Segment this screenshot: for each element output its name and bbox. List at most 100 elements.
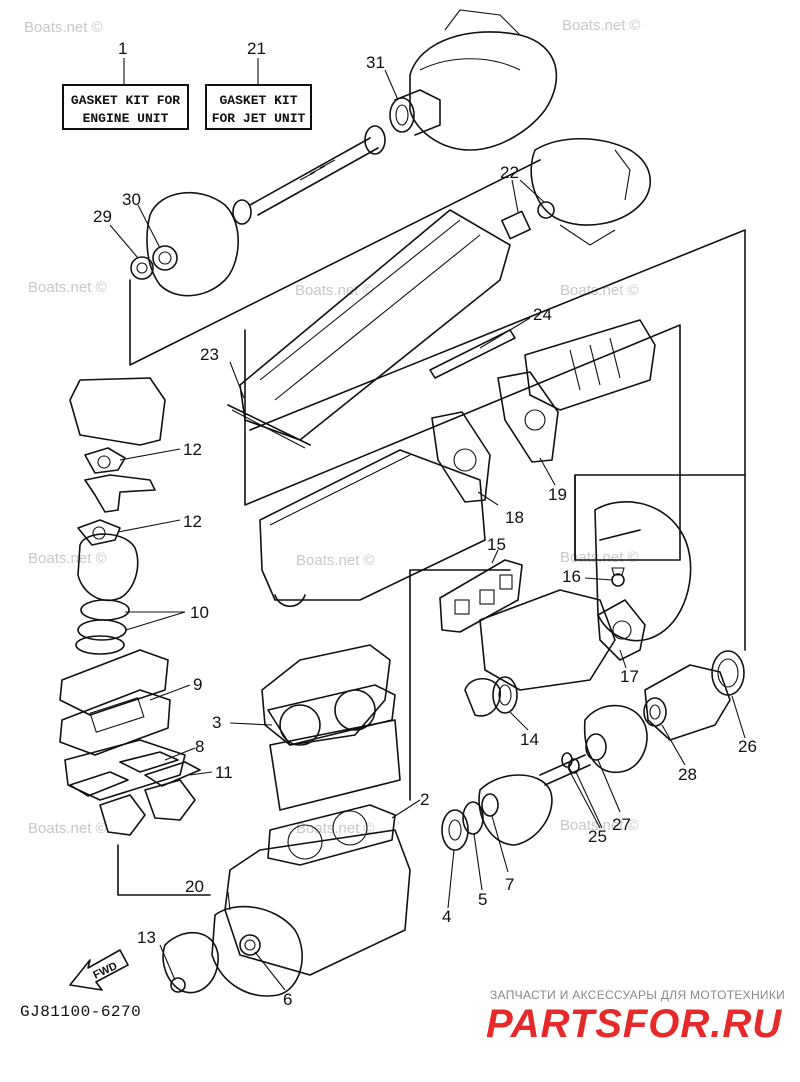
seal-31 [389, 89, 441, 136]
callout-24: 24 [533, 305, 552, 324]
engine-gasket-kit-box: GASKET KIT FOR ENGINE UNIT [62, 84, 189, 130]
reed-valves [64, 739, 186, 801]
pulley-4 [441, 809, 469, 851]
carburetor-plate [59, 649, 169, 716]
reed-blocks [99, 779, 196, 836]
callout-1: 1 [118, 39, 127, 58]
intake-box [227, 209, 511, 449]
fwd-arrow-icon: FWD [69, 949, 129, 991]
washer-16 [611, 567, 625, 587]
watermarks: Boats.net © Boats.net © Boats.net © Boat… [24, 17, 641, 837]
callout-3: 3 [212, 713, 221, 732]
callout-23: 23 [200, 345, 219, 364]
watermark: Boats.net © [560, 282, 639, 299]
crankshaft [524, 319, 656, 411]
gasket-12-top [84, 447, 126, 474]
callout-17: 17 [620, 667, 639, 686]
callout-5: 5 [478, 890, 487, 909]
seal-28 [643, 697, 667, 727]
gasket-14 [464, 676, 518, 717]
callout-7: 7 [505, 875, 514, 894]
callout-8: 8 [195, 737, 204, 756]
group-frames [117, 159, 746, 896]
callout-2: 2 [420, 790, 429, 809]
o-rings-25 [561, 752, 580, 774]
crankcase-upper [259, 449, 486, 608]
pump-housing [583, 704, 648, 774]
engine-kit-line2: ENGINE UNIT [82, 111, 169, 126]
callout-11: 11 [215, 763, 233, 782]
callout-12-lower: 12 [183, 512, 202, 531]
callout-16: 16 [562, 567, 581, 586]
exhaust-chamber [594, 501, 692, 642]
gasket-9 [59, 689, 171, 756]
gasket-12-lower [77, 519, 121, 546]
jet-pump-housing [409, 9, 652, 246]
callout-19: 19 [548, 485, 567, 504]
callout-9: 9 [193, 675, 202, 694]
callout-4: 4 [442, 907, 451, 926]
watermark: Boats.net © [296, 552, 375, 569]
callout-10: 10 [190, 603, 209, 622]
watermark: Boats.net © [28, 279, 107, 296]
jet-kit-line2: FOR JET UNIT [211, 111, 306, 126]
callout-15: 15 [487, 535, 506, 554]
callout-14: 14 [520, 730, 539, 749]
watermark: Boats.net © [28, 550, 107, 567]
bearing-22 [501, 201, 555, 240]
diagram-code: GJ81100-6270 [20, 1003, 142, 1021]
leader-lines [109, 58, 746, 991]
callout-12-top: 12 [183, 440, 202, 459]
partsfor-logo: PARTSFOR.RU [486, 1002, 783, 1046]
callout-6: 6 [283, 990, 292, 1009]
thermostat-housing [77, 533, 139, 601]
callout-21: 21 [247, 39, 266, 58]
exhaust-manifold [479, 589, 616, 691]
callout-25: 25 [588, 827, 607, 846]
watermark: Boats.net © [562, 17, 641, 34]
callout-28: 28 [678, 765, 697, 784]
magneto-cover [211, 905, 303, 997]
crankcase-lower [224, 829, 411, 976]
flywheel [162, 931, 219, 994]
callout-22: 22 [500, 163, 519, 182]
gasket-10 [75, 599, 130, 655]
watermark: Boats.net © [296, 820, 375, 837]
gasket-2 [267, 804, 396, 866]
gasket-24 [429, 329, 516, 379]
watermark: Boats.net © [28, 820, 107, 837]
engine-kit-line1: GASKET KIT FOR [70, 93, 181, 108]
callout-13: 13 [137, 928, 156, 947]
watermark: Boats.net © [560, 817, 639, 834]
gasket-18 [431, 411, 491, 503]
bracket [84, 474, 156, 513]
gasket-19 [497, 371, 559, 463]
callout-20: 20 [185, 877, 204, 896]
valve-cover [69, 377, 166, 446]
gasket-15 [439, 559, 523, 633]
cylinder-head [261, 644, 401, 811]
watermark: Boats.net © [560, 549, 639, 566]
gasket-8 [119, 751, 179, 773]
gasket-17 [597, 599, 646, 661]
callout-26: 26 [738, 737, 757, 756]
callout-29: 29 [93, 207, 112, 226]
bearing-housing [130, 191, 239, 297]
callout-27: 27 [612, 815, 631, 834]
promo-text: ЗАПЧАСТИ И АКСЕССУАРЫ ДЛЯ МОТОТЕХНИКИ [490, 988, 786, 1002]
seal-5 [462, 801, 484, 835]
watermark: Boats.net © [295, 282, 374, 299]
callout-31: 31 [366, 53, 385, 72]
jet-gasket-kit-box: GASKET KIT FOR JET UNIT [205, 84, 312, 130]
water-box [644, 650, 745, 741]
drive-shaft [232, 125, 386, 225]
callout-18: 18 [505, 508, 524, 527]
collar-7 [481, 793, 499, 817]
impeller-shaft [478, 754, 591, 846]
callout-30: 30 [122, 190, 141, 209]
part-callouts: 1 21 31 22 30 29 24 23 12 12 19 18 15 16… [93, 39, 757, 1009]
jet-kit-line1: GASKET KIT [219, 93, 298, 108]
gasket-11 [69, 761, 201, 797]
